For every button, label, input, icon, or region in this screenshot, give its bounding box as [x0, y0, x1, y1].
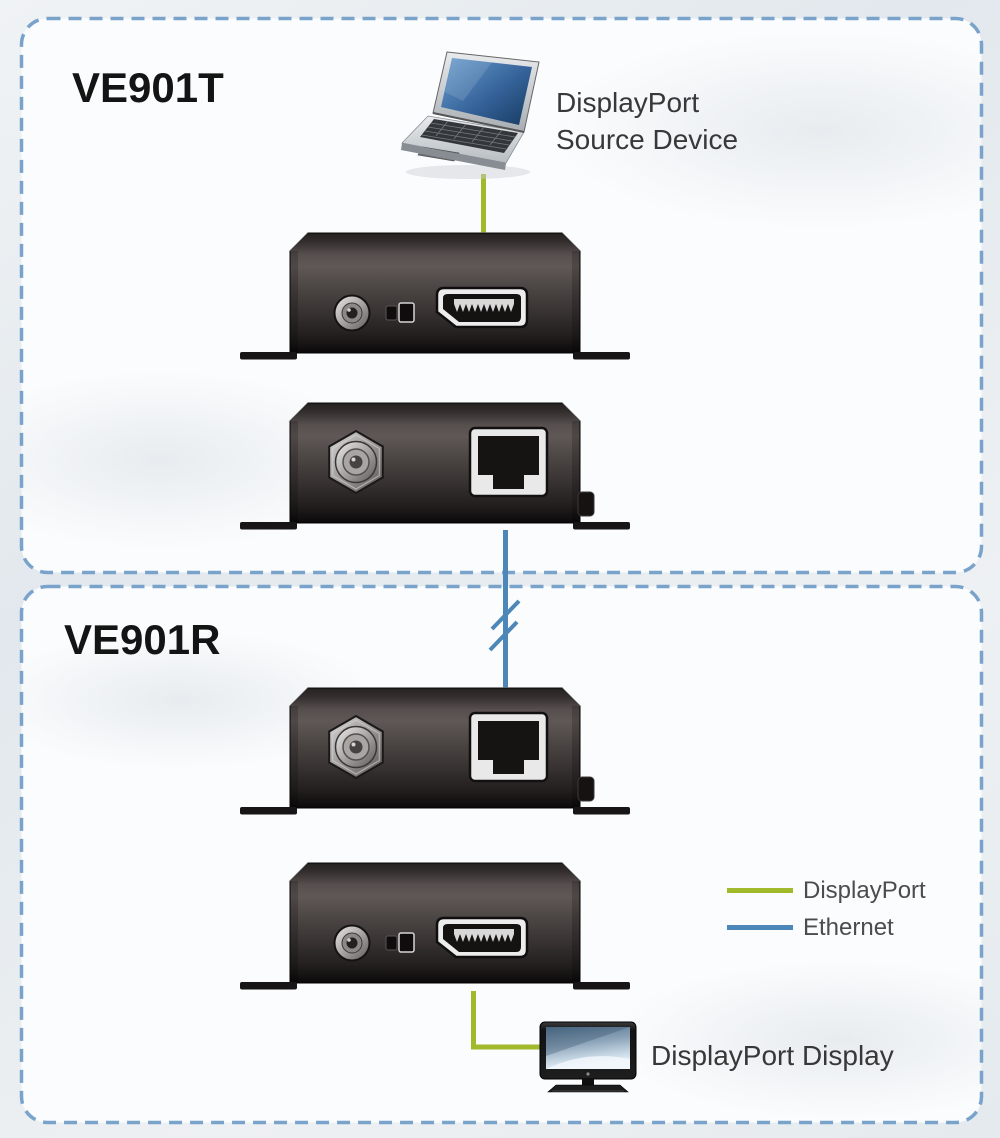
- receiver-box-border: [19, 584, 984, 1125]
- ve901t-ethernet-unit: [238, 401, 632, 531]
- displayport-line-swatch: [727, 888, 793, 893]
- transmitter-label: VE901T: [72, 64, 224, 111]
- ve901t-displayport-unit: [238, 231, 632, 361]
- cable-break-slash: [490, 599, 521, 631]
- displayport-cable-display: [471, 991, 541, 1050]
- legend-item-displayport: DisplayPort: [727, 872, 926, 909]
- source-device-label-line1: DisplayPort: [556, 87, 700, 118]
- source-device-label: DisplayPort Source Device: [556, 84, 738, 158]
- monitor-icon: [539, 1021, 637, 1093]
- ethernet-cable: [488, 530, 521, 688]
- transmitter-box-border: [19, 16, 984, 575]
- ethernet-line-swatch: [727, 925, 793, 930]
- ve901r-ethernet-unit: [238, 686, 632, 816]
- receiver-label: VE901R: [64, 616, 221, 663]
- cable-break-slash: [488, 620, 519, 652]
- laptop-icon: [401, 51, 540, 179]
- legend-label-displayport: DisplayPort: [803, 876, 926, 904]
- legend-label-ethernet: Ethernet: [803, 913, 894, 941]
- ve901r-displayport-unit: [238, 861, 632, 991]
- legend: DisplayPort Ethernet: [727, 872, 926, 946]
- legend-item-ethernet: Ethernet: [727, 909, 926, 946]
- display-label: DisplayPort Display: [651, 1040, 894, 1071]
- source-device-label-line2: Source Device: [556, 124, 739, 155]
